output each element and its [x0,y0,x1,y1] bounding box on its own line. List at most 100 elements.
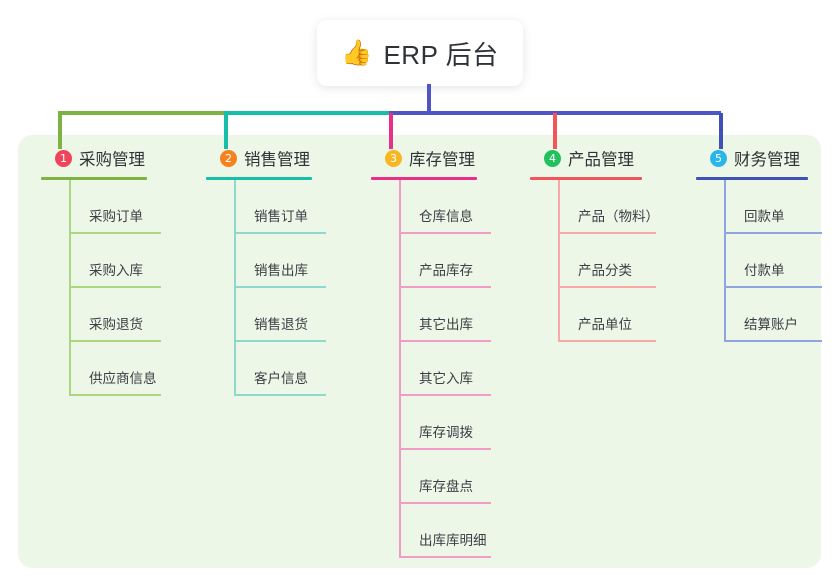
leaf-node[interactable]: 结算账户 [724,288,822,342]
branch-header-3[interactable]: 3 库存管理 [371,146,477,170]
branch-number-badge: 2 [220,149,237,167]
branch-spine [558,180,560,342]
trunk-connector [427,84,431,114]
leaf-node-rule [399,232,491,234]
root-node-card[interactable]: 👍 ERP 后台 [317,20,523,86]
leaf-node-rule [399,448,491,450]
leaf-node[interactable]: 出库库明细 [399,504,491,558]
branch-header-rule [371,177,477,180]
leaf-node-rule [399,502,491,504]
branch-spine [234,180,236,396]
leaf-node-rule [399,394,491,396]
leaf-node[interactable]: 销售退货 [234,288,326,342]
leaf-node-rule [399,340,491,342]
branch-header-4[interactable]: 4 产品管理 [530,146,642,170]
leaf-node[interactable]: 客户信息 [234,342,326,396]
leaf-node-label: 采购入库 [89,263,143,278]
branch-header-1[interactable]: 1 采购管理 [41,146,147,170]
leaf-node[interactable]: 回款单 [724,180,822,234]
drop-connector-4 [553,113,557,149]
leaf-node-rule [69,286,161,288]
branch-spine [399,180,401,558]
leaf-node[interactable]: 供应商信息 [69,342,161,396]
leaf-node-label: 销售出库 [254,263,308,278]
leaf-node-label: 产品库存 [419,263,473,278]
branch-column-4: 4 产品管理产品（物料） 产品分类产品单位 [530,146,659,342]
branch-spine [69,180,71,396]
leaf-node[interactable]: 产品单位 [558,288,656,342]
branch-number-badge: 3 [385,149,402,167]
leaf-node-label: 产品单位 [578,317,632,332]
leaf-node[interactable]: 其它出库 [399,288,491,342]
branch-number-badge: 5 [710,149,727,167]
branch-column-1: 1 采购管理采购订单采购入库采购退货供应商信息 [41,146,161,396]
leaf-node[interactable]: 付款单 [724,234,822,288]
leaf-node-label: 销售退货 [254,317,308,332]
branch-number-badge: 1 [55,149,72,167]
leaf-node-label: 库存盘点 [419,479,473,494]
leaf-node-label: 仓库信息 [419,209,473,224]
branch-title: 库存管理 [409,151,475,169]
branch-title: 产品管理 [568,151,634,169]
leaf-node[interactable]: 采购退货 [69,288,161,342]
branch-leaf-list: 销售订单销售出库销售退货客户信息 [234,180,326,396]
branch-leaf-list: 产品（物料） 产品分类产品单位 [558,180,659,342]
thumbs-up-icon: 👍 [341,38,373,67]
leaf-node-rule [558,286,656,288]
leaf-node-rule [724,232,822,234]
diagram-background-panel [18,135,821,568]
leaf-node-label: 采购订单 [89,209,143,224]
branch-column-5: 5 财务管理回款单付款单结算账户 [696,146,822,342]
branch-leaf-list: 采购订单采购入库采购退货供应商信息 [69,180,161,396]
leaf-node[interactable]: 库存盘点 [399,450,491,504]
leaf-node-label: 客户信息 [254,371,308,386]
leaf-node-rule [69,340,161,342]
leaf-node[interactable]: 销售订单 [234,180,326,234]
leaf-node[interactable]: 产品库存 [399,234,491,288]
leaf-node-label: 产品分类 [578,263,632,278]
leaf-node-rule [69,232,161,234]
branch-number-badge: 4 [544,149,561,167]
leaf-node-label: 其它入库 [419,371,473,386]
leaf-node-rule [399,286,491,288]
branch-header-rule [696,177,808,180]
leaf-node[interactable]: 库存调拨 [399,396,491,450]
leaf-node-label: 其它出库 [419,317,473,332]
bus-segment-1 [58,111,224,115]
leaf-node-rule [234,340,326,342]
branch-title: 采购管理 [79,151,145,169]
branch-header-rule [206,177,312,180]
leaf-node-label: 结算账户 [744,317,798,332]
drop-connector-5 [719,113,723,149]
drop-connector-1 [58,113,62,149]
leaf-node[interactable]: 仓库信息 [399,180,491,234]
leaf-node-rule [724,286,822,288]
leaf-node[interactable]: 销售出库 [234,234,326,288]
branch-header-5[interactable]: 5 财务管理 [696,146,808,170]
root-node-label: ERP 后台 [383,39,499,70]
leaf-node[interactable]: 采购订单 [69,180,161,234]
leaf-node-rule [558,340,656,342]
branch-title: 财务管理 [734,151,800,169]
leaf-node-rule [399,556,491,558]
leaf-node-label: 回款单 [744,209,785,224]
leaf-node[interactable]: 产品（物料） [558,180,659,234]
leaf-node-label: 库存调拨 [419,425,473,440]
branch-leaf-list: 回款单付款单结算账户 [724,180,822,342]
branch-spine [724,180,726,342]
leaf-node-label: 销售订单 [254,209,308,224]
branch-header-rule [530,177,642,180]
leaf-node-label: 出库库明细 [419,533,487,548]
leaf-node[interactable]: 产品分类 [558,234,656,288]
branch-leaf-list: 仓库信息产品库存其它出库其它入库库存调拨库存盘点出库库明细 [399,180,491,558]
leaf-node[interactable]: 采购入库 [69,234,161,288]
leaf-node-label: 产品（物料） [578,209,659,224]
drop-connector-3 [389,113,393,149]
leaf-node-rule [234,286,326,288]
bus-segment-2 [224,111,389,115]
leaf-node-rule [234,232,326,234]
leaf-node-rule [558,232,656,234]
leaf-node[interactable]: 其它入库 [399,342,491,396]
